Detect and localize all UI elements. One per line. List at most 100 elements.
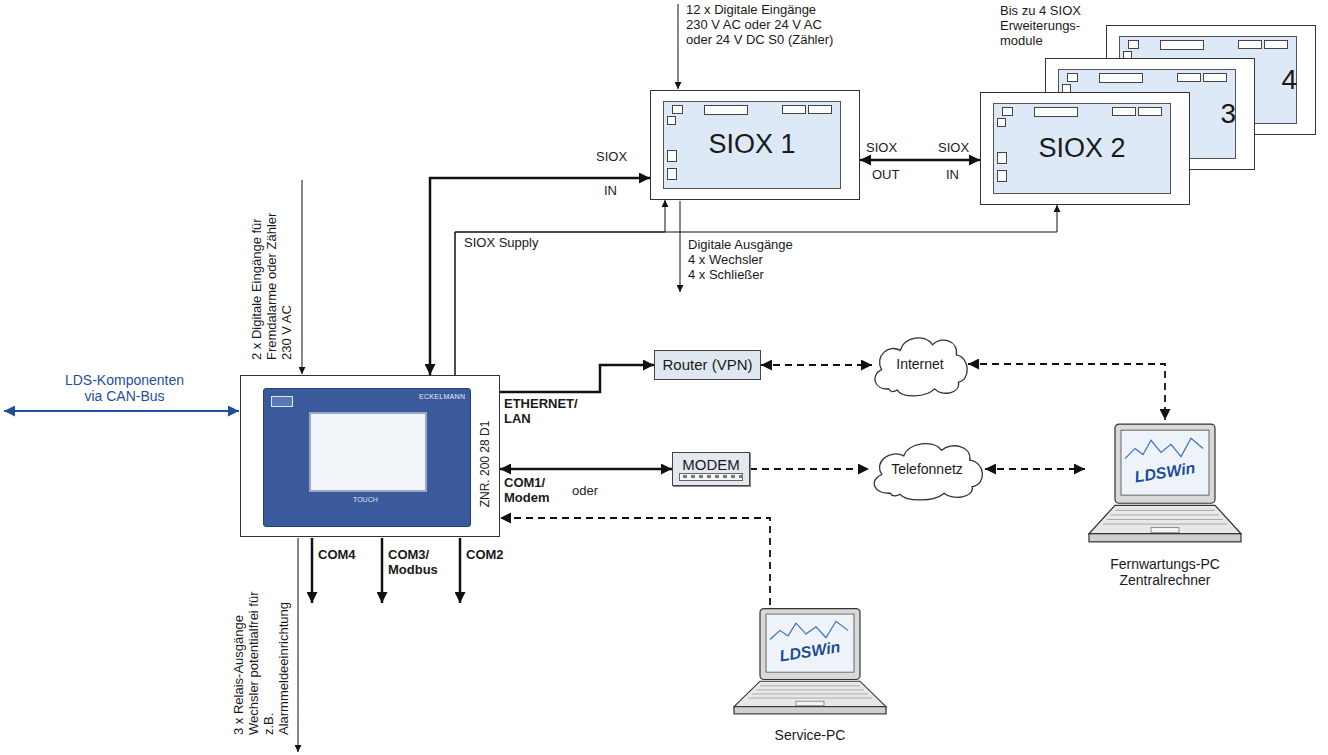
laptop-base bbox=[1089, 505, 1241, 533]
board-component bbox=[1177, 73, 1201, 82]
input-note: 2 x Digitale Eingänge für Fremdalarme od… bbox=[250, 190, 295, 360]
output-note: Digitale Ausgänge 4 x Wechsler 4 x Schli… bbox=[688, 238, 800, 283]
board-component bbox=[667, 168, 677, 180]
led bbox=[731, 475, 735, 478]
port-name: SIOX bbox=[866, 141, 897, 156]
board-component bbox=[997, 152, 1007, 164]
connector bbox=[500, 518, 770, 605]
board-component bbox=[667, 150, 677, 162]
network-name: Internet bbox=[896, 356, 943, 372]
board-component bbox=[1138, 107, 1162, 116]
led bbox=[699, 475, 703, 478]
port-name: COM3/ Modbus bbox=[388, 548, 450, 578]
module-name: SIOX 1 bbox=[663, 129, 841, 160]
network-cloud: Internet bbox=[868, 330, 972, 398]
module-name: SIOX 2 bbox=[993, 133, 1171, 164]
port-name: SIOX bbox=[938, 141, 969, 156]
laptop-drawing bbox=[1085, 420, 1245, 552]
board-component bbox=[704, 105, 748, 115]
laptop-screen bbox=[1121, 430, 1209, 495]
pc-caption: Service-PC bbox=[730, 727, 890, 743]
input-note: 12 x Digitale Eingänge 230 V AC oder 24 … bbox=[686, 3, 838, 48]
board-component bbox=[997, 118, 1006, 127]
connector bbox=[761, 364, 872, 366]
connector bbox=[968, 364, 1165, 420]
keyboard-row bbox=[1115, 510, 1215, 511]
edge-label: SIOX Supply bbox=[462, 236, 540, 251]
port-name: SIOX bbox=[596, 150, 627, 165]
keyboard-row bbox=[760, 685, 860, 686]
board-component bbox=[1067, 73, 1078, 82]
controller-unit: ECKELMANN TOUCH ZNR. 200 28 D1 bbox=[240, 375, 500, 537]
keyboard-row bbox=[1107, 519, 1223, 520]
router-box: Router (VPN) bbox=[654, 350, 761, 380]
board-component bbox=[1099, 73, 1143, 83]
module-note: Bis zu 4 SIOX Erweiterungs- module bbox=[1000, 4, 1100, 49]
input-arrow bbox=[678, 4, 679, 89]
keyboard-row bbox=[1103, 524, 1227, 525]
touchpad bbox=[796, 701, 824, 706]
board-component bbox=[1112, 107, 1136, 116]
led bbox=[715, 475, 719, 478]
led bbox=[691, 475, 695, 478]
board-component bbox=[667, 116, 676, 125]
keyboard-row bbox=[752, 693, 868, 694]
laptop-pc: LDSWinFernwartungs-PC Zentralrechner bbox=[1085, 420, 1245, 591]
board-component bbox=[1238, 40, 1262, 49]
output-note: 3 x Relais-Ausgänge Wechsler potentialfr… bbox=[232, 585, 292, 735]
port-arrow bbox=[381, 538, 384, 603]
led-strip bbox=[679, 473, 743, 481]
laptop-screen bbox=[766, 614, 854, 672]
led bbox=[707, 475, 711, 478]
board-component bbox=[1160, 40, 1204, 50]
device-name: Router (VPN) bbox=[662, 356, 752, 373]
connector bbox=[985, 468, 1085, 470]
touchpad bbox=[1151, 528, 1179, 533]
output-arrow bbox=[680, 201, 681, 292]
board-component bbox=[1203, 73, 1227, 82]
brand-name: ECKELMANN bbox=[419, 393, 465, 401]
led bbox=[723, 475, 727, 478]
laptop-drawing bbox=[730, 605, 890, 723]
touch-screen bbox=[309, 412, 427, 492]
network-cloud: Telefonnetz bbox=[866, 436, 988, 502]
relay-arrow bbox=[298, 538, 299, 752]
connector bbox=[430, 178, 650, 375]
port-name: COM1/ Modem bbox=[504, 476, 564, 506]
siox-module: SIOX 2 bbox=[980, 92, 1190, 205]
board-component bbox=[808, 105, 832, 114]
module-number: 4 bbox=[1281, 64, 1297, 96]
port-arrow bbox=[459, 538, 462, 603]
chart-line bbox=[770, 621, 848, 639]
port-arrow bbox=[311, 538, 314, 603]
cloud-outline bbox=[874, 444, 982, 500]
laptop-front bbox=[1089, 534, 1241, 542]
board-component bbox=[1128, 40, 1139, 49]
cloud-outline bbox=[875, 338, 967, 396]
laptop-lid bbox=[1115, 424, 1215, 503]
board-component bbox=[782, 105, 806, 114]
keyboard-row bbox=[1111, 514, 1219, 515]
module-number: 3 bbox=[1220, 98, 1236, 130]
alternative-note: oder bbox=[572, 484, 598, 499]
led bbox=[683, 475, 687, 478]
panel-label: TOUCH bbox=[353, 496, 378, 504]
port-name: COM2 bbox=[466, 548, 504, 563]
led bbox=[739, 475, 743, 478]
board-component bbox=[1034, 107, 1078, 117]
modem-box: MODEM bbox=[672, 452, 750, 486]
port-name: OUT bbox=[872, 168, 899, 183]
port-name: IN bbox=[946, 168, 959, 183]
bus-label: LDS-Komponenten via CAN-Bus bbox=[62, 372, 187, 404]
can-bus-arrow bbox=[4, 410, 239, 412]
keyboard-row bbox=[748, 698, 872, 699]
laptop-front bbox=[734, 707, 886, 714]
laptop-pc: LDSWinService-PC bbox=[730, 605, 890, 746]
connector bbox=[750, 468, 869, 470]
input-arrow bbox=[302, 180, 303, 374]
board-component bbox=[997, 170, 1007, 182]
pc-caption: Fernwartungs-PC Zentralrechner bbox=[1085, 556, 1245, 588]
part-number: ZNR. 200 28 D1 bbox=[479, 421, 493, 508]
